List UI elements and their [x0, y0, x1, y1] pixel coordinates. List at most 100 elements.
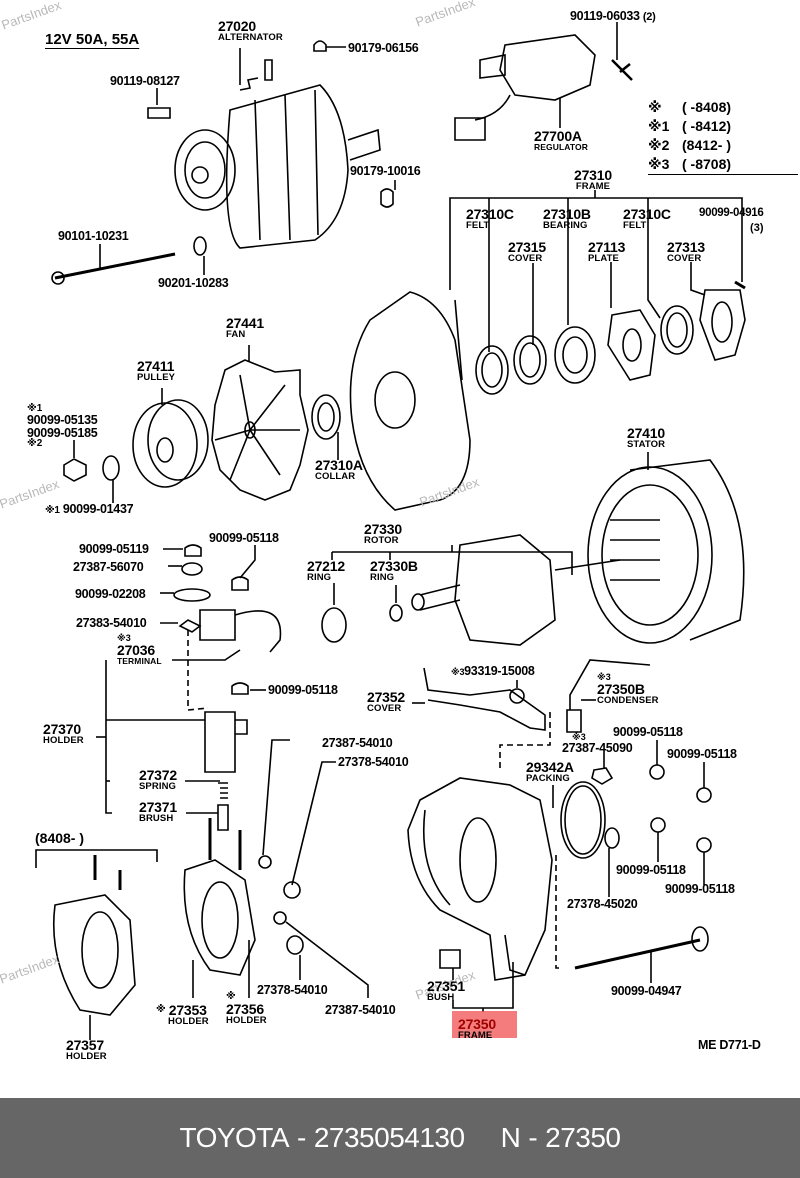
part-callout-insulator-6[interactable]: 27387-54010	[325, 1003, 396, 1017]
holder-variant-range: (8408- )	[35, 830, 85, 846]
part-callout-ring-2[interactable]: 27330B RING	[370, 558, 418, 583]
holder-bracket	[105, 660, 112, 814]
part-callout-term-washer[interactable]: 90099-02208	[75, 587, 146, 601]
footer-ref-number: 27350	[545, 1122, 621, 1153]
front-frame-drawing	[349, 291, 471, 511]
part-callout-condenser[interactable]: ※3 27350B CONDENSER	[597, 672, 659, 706]
fan-drawing	[211, 359, 309, 501]
part-callout-terminal[interactable]: ※3 27036 TERMINAL	[117, 633, 162, 666]
part-callout-nut-top[interactable]: 90179-06156	[348, 41, 419, 55]
part-callout-nut-r3[interactable]: 90099-05118	[616, 863, 686, 877]
parts-diagram: PartsIndex PartsIndex PartsIndex PartsIn…	[0, 0, 798, 1062]
pulley-nut-shape	[63, 458, 87, 482]
leader-insulator-1	[262, 739, 290, 856]
insulator-1-shape	[258, 855, 272, 869]
part-callout-rect-holder-2[interactable]: ※ 27356 HOLDER	[226, 991, 267, 1026]
part-callout-bush[interactable]: 27351 BUSH	[427, 978, 465, 1003]
part-callout-felt-1[interactable]: 27310C FELT	[466, 206, 514, 231]
brush-holder-shape	[204, 711, 236, 773]
part-info-footer: TOYOTA - 2735054130 N - 27350	[0, 1098, 800, 1178]
leader-terminal	[172, 649, 241, 661]
part-callout-washer[interactable]: 90201-10283	[158, 276, 229, 290]
part-callout-cover-screw[interactable]: ※393319-15008	[451, 664, 535, 678]
part-callout-plate[interactable]: 27113 PLATE	[588, 239, 626, 264]
term-washer-shape	[173, 588, 211, 602]
collar-shape	[311, 394, 341, 440]
part-callout-rotor[interactable]: 27330 ROTOR	[364, 521, 402, 546]
felt-2-shape	[660, 305, 694, 355]
part-callout-regulator[interactable]: 27700A REGULATOR	[534, 128, 588, 152]
legend-row: ※2(8412- )	[648, 137, 732, 153]
nut-r3-shape	[650, 817, 666, 833]
part-callout-pulley-nut[interactable]: ※1 90099-05135 90099-05185 ※2	[27, 403, 98, 449]
part-callout-rear-frame: 27350 FRAME	[458, 1016, 496, 1041]
part-callout-ring-1[interactable]: 27212 RING	[307, 558, 345, 583]
part-callout-through-bolt[interactable]: 90099-04947	[611, 984, 682, 998]
part-callout-term-insulator[interactable]: 27383-54010	[76, 616, 147, 630]
part-callout-fan[interactable]: 27441 FAN	[226, 315, 264, 340]
insulator-5-shape	[286, 935, 304, 955]
stator-drawing	[587, 459, 745, 644]
alternator-drawing	[174, 59, 381, 249]
part-callout-cover-2[interactable]: 27313 COVER	[667, 239, 705, 264]
felt-1-shape	[475, 345, 509, 395]
part-callout-brush[interactable]: 27371 BRUSH	[139, 799, 177, 824]
part-callout-insulator-3[interactable]: ※3 27387-45090	[562, 732, 633, 755]
date-range-legend: ※( -8408) ※1( -8412) ※2(8412- ) ※3( -870…	[648, 98, 798, 175]
part-callout-bolt-upper[interactable]: 90119-08127	[110, 74, 180, 88]
term-bush-shape	[181, 562, 203, 576]
part-callout-pulley-washer[interactable]: ※1 90099-01437	[45, 502, 134, 516]
rect-holder-3-drawing	[52, 855, 136, 1016]
part-callout-rect-cover[interactable]: 27352 COVER	[367, 689, 405, 714]
part-callout-rect-holder-3[interactable]: 27357 HOLDER	[66, 1037, 107, 1062]
part-callout-nut-r1[interactable]: 90099-05118	[613, 725, 683, 739]
part-callout-cover-1[interactable]: 27315 COVER	[508, 239, 546, 264]
bush-shape	[439, 949, 461, 969]
part-callout-insulator-5[interactable]: 27378-54010	[257, 983, 328, 997]
part-callout-frame-screw[interactable]: 90099-04916 (3)	[699, 207, 764, 234]
part-callout-term-nut-3[interactable]: 90099-05118	[268, 683, 338, 697]
term-nut-2-shape	[231, 576, 249, 591]
term-nut-1-shape	[184, 544, 202, 557]
legend-row: ※3( -8708)	[648, 156, 732, 172]
insulator-3-shape	[591, 767, 614, 785]
part-callout-regulator-screw[interactable]: 90119-06033 (2)	[570, 9, 656, 23]
regulator-drawing	[454, 34, 596, 141]
nut-r1-shape	[649, 764, 665, 780]
insulator-6-shape	[273, 911, 287, 925]
pulley-shape	[132, 402, 198, 488]
term-insulator-shape	[178, 619, 202, 633]
part-callout-pulley[interactable]: 27411 PULLEY	[137, 358, 176, 383]
plate-shape	[607, 309, 656, 381]
highlighted-part-callout[interactable]: 27350 FRAME	[452, 1011, 517, 1041]
part-callout-bolt-long[interactable]: 90101-10231	[58, 229, 129, 243]
part-callout-alternator[interactable]: 27020 ALTERNATOR	[218, 18, 283, 43]
part-callout-nut-r2[interactable]: 90099-05118	[667, 747, 737, 761]
bolt-upper-shape	[147, 107, 171, 119]
part-callout-spring[interactable]: 27372 SPRING	[139, 767, 177, 792]
part-callout-insulator-4[interactable]: 27378-45020	[567, 897, 638, 911]
part-callout-bearing[interactable]: 27310B BEARING	[543, 206, 591, 231]
part-callout-insulator-1[interactable]: 27387-54010	[322, 736, 393, 750]
insulator-4-shape	[604, 827, 620, 849]
part-callout-collar[interactable]: 27310A COLLAR	[315, 457, 363, 482]
drawing-code: ME D771-D	[698, 1038, 761, 1052]
part-callout-rect-holder-1[interactable]: ※ 27353 HOLDER	[156, 1002, 209, 1027]
part-callout-term-nut-2[interactable]: 90099-05118	[209, 531, 279, 545]
part-callout-insulator-2[interactable]: 27378-54010	[338, 755, 409, 769]
part-callout-felt-2[interactable]: 27310C FELT	[623, 206, 671, 231]
footer-separator: -	[297, 1122, 306, 1153]
frame-bracket	[449, 197, 743, 290]
part-callout-packing[interactable]: 29342A PACKING	[526, 759, 574, 784]
brush-shape	[217, 804, 229, 831]
part-callout-stator[interactable]: 27410 STATOR	[627, 425, 666, 450]
part-callout-term-bush[interactable]: 27387-56070	[73, 560, 144, 574]
part-callout-nut-mid[interactable]: 90179-10016	[350, 164, 421, 178]
cover-1-shape	[513, 335, 547, 385]
footer-separator: -	[528, 1122, 538, 1153]
part-callout-brush-holder[interactable]: 27370 HOLDER	[43, 721, 84, 746]
part-callout-term-nut-1[interactable]: 90099-05119	[79, 542, 149, 556]
terminal-block-shape	[199, 609, 236, 641]
part-callout-frame[interactable]: 27310 FRAME	[574, 167, 612, 192]
part-callout-nut-r4[interactable]: 90099-05118	[665, 882, 735, 896]
